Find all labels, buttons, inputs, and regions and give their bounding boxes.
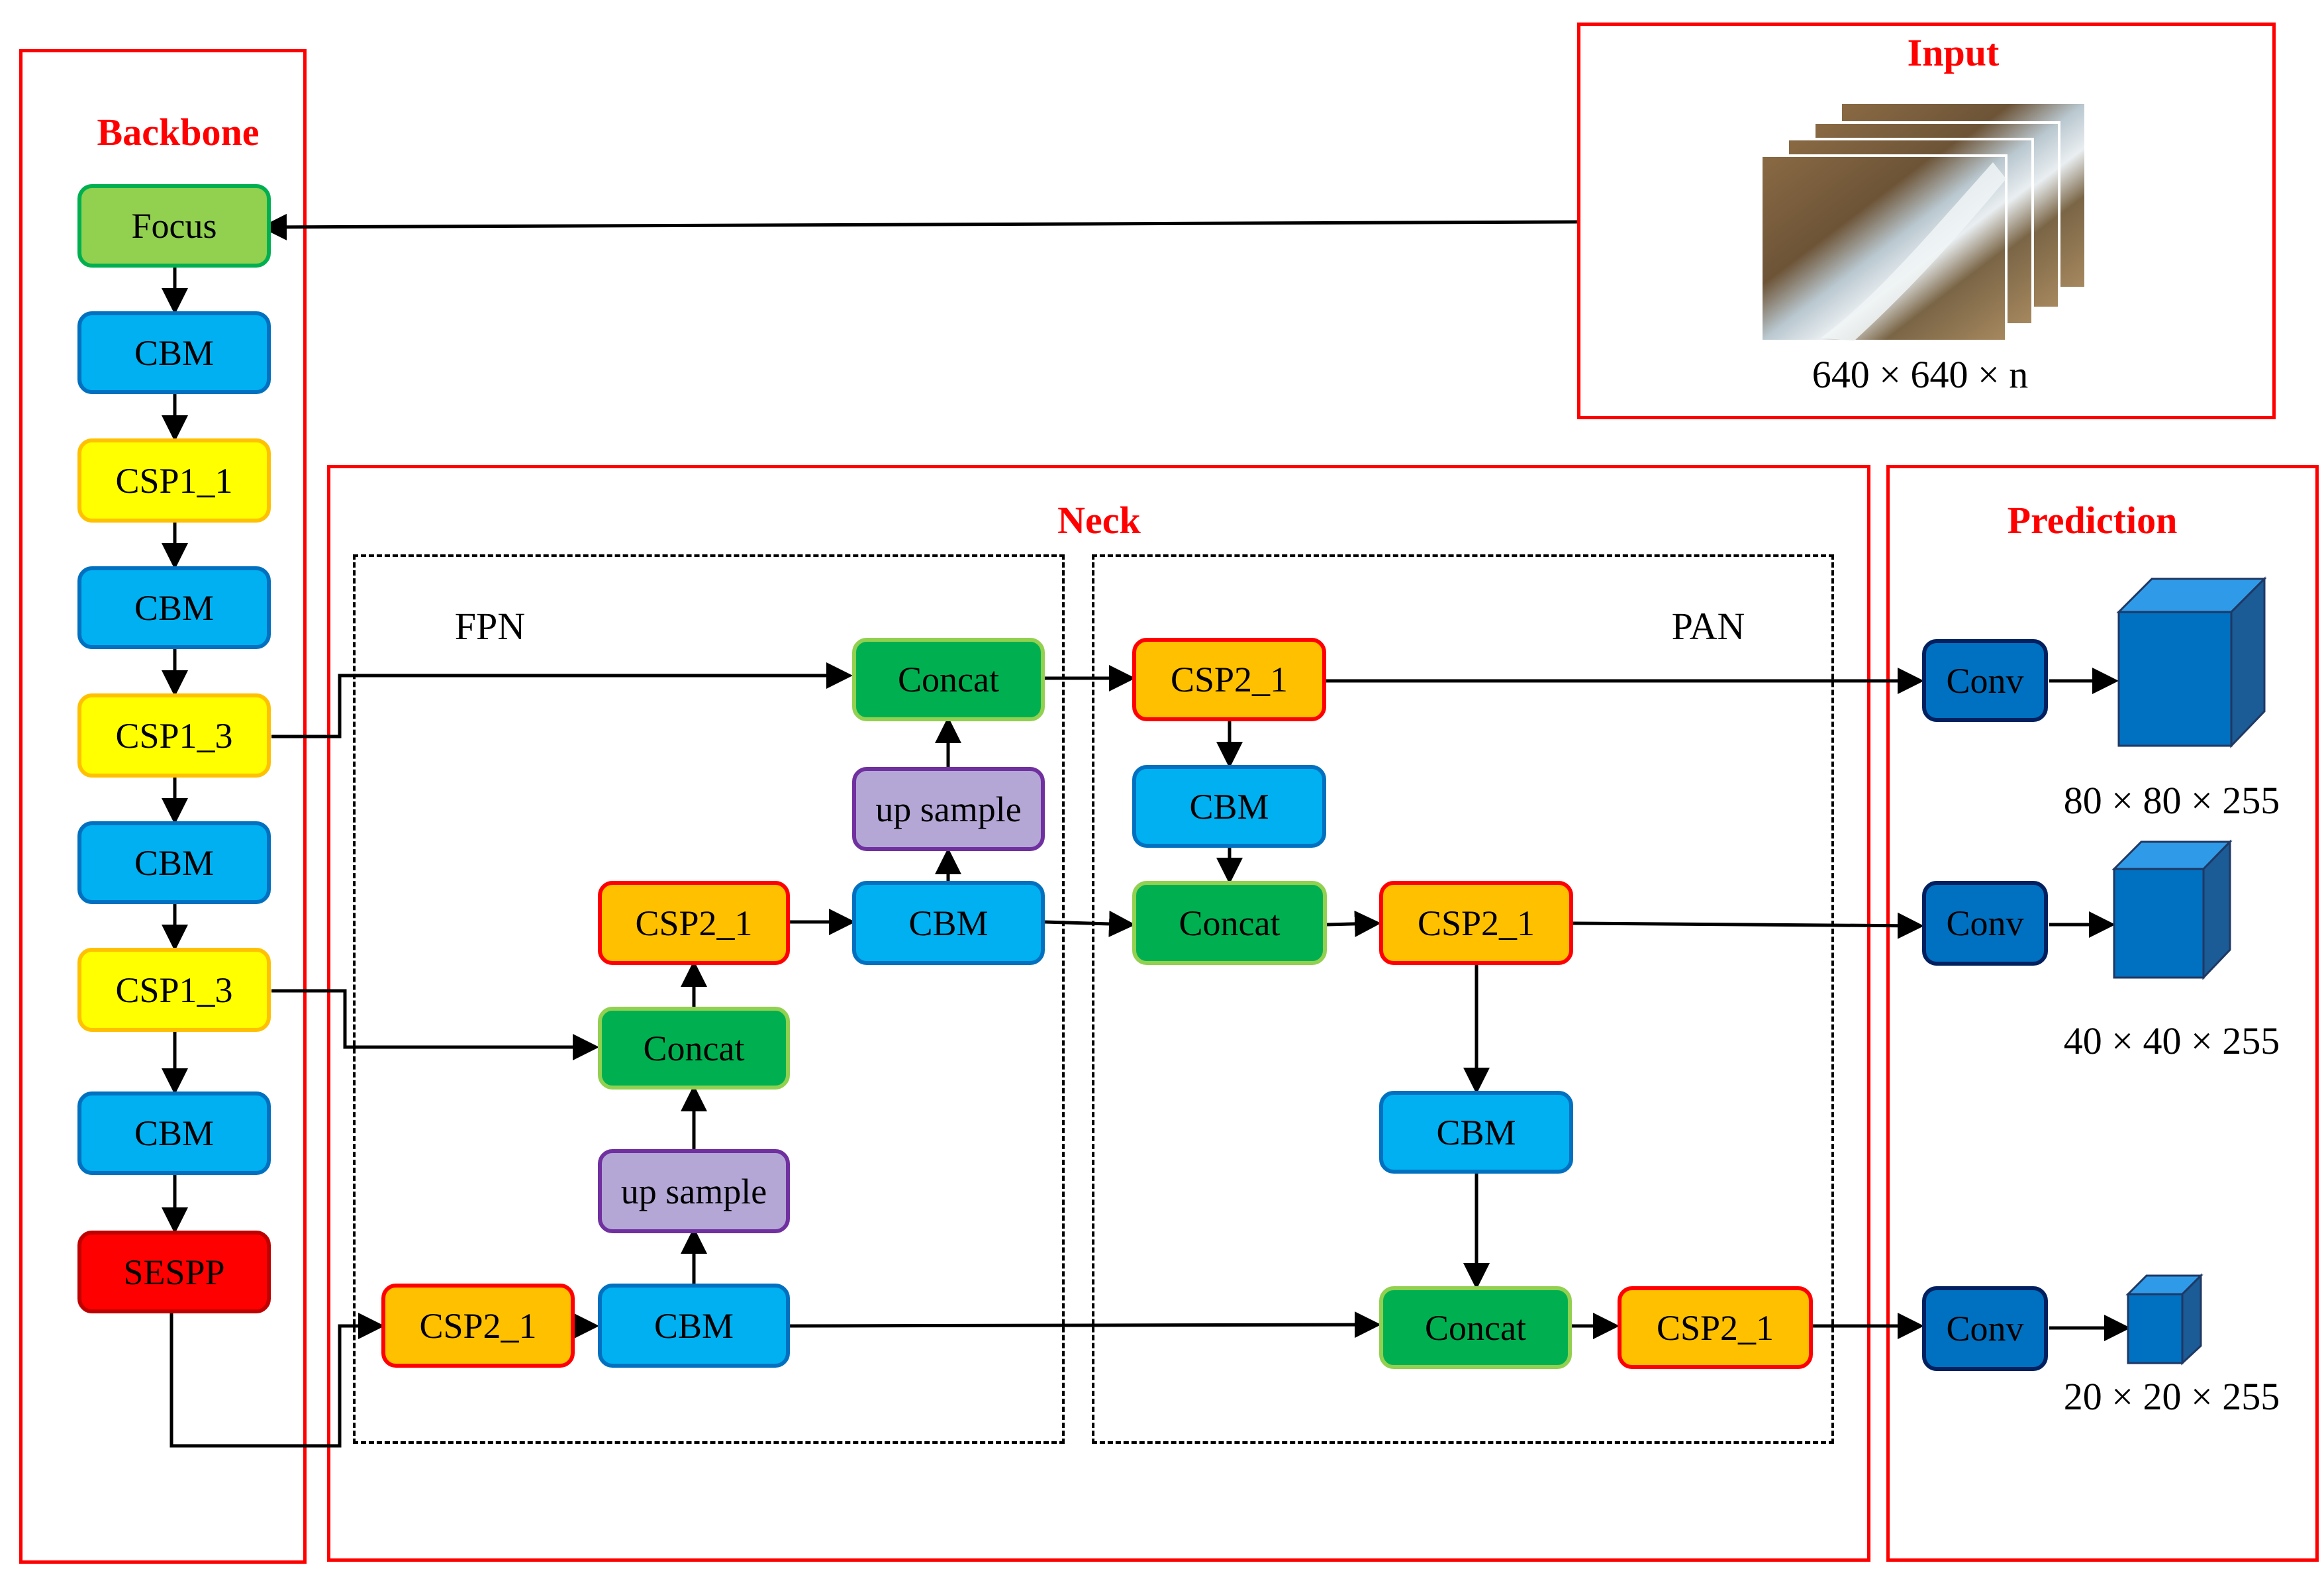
fpn-region — [353, 554, 1065, 1444]
backbone-csp1-3-block: CSP1_3 — [77, 948, 271, 1032]
fpn-cbm-bottom: CBM — [598, 1284, 790, 1368]
fpn-upsample-top: up sample — [852, 767, 1045, 851]
prediction-conv-1: Conv — [1922, 639, 2048, 722]
backbone-frame — [19, 49, 307, 1564]
prediction-title: Prediction — [2007, 499, 2178, 542]
edge-concatpan-csp2mid — [1326, 910, 1381, 937]
prediction-conv-2: Conv — [1922, 881, 2048, 966]
neck-frame — [327, 465, 1870, 1562]
pan-cbm-top: CBM — [1132, 765, 1326, 848]
snow-ridge — [1821, 162, 2006, 341]
backbone-cbm-block: CBM — [77, 1091, 271, 1175]
input-frame — [1577, 23, 2276, 419]
output-dims-small: 20 × 20 × 255 — [2063, 1375, 2280, 1418]
pan-concat-mid: Concat — [1132, 881, 1327, 965]
backbone-cbm-block: CBM — [77, 566, 271, 649]
backbone-cbm-block: CBM — [77, 311, 271, 394]
input-image-stack — [1760, 101, 2087, 342]
pan-concat-bottom: Concat — [1379, 1286, 1572, 1369]
prediction-frame — [1886, 465, 2319, 1562]
fpn-concat-mid: Concat — [598, 1007, 790, 1090]
prediction-conv-3: Conv — [1922, 1286, 2048, 1371]
pan-csp2-bottom: CSP2_1 — [1618, 1286, 1813, 1369]
neck-title: Neck — [1057, 499, 1141, 542]
edge-csp13a-concat — [271, 662, 853, 738]
edge-cbmb-concatbottom — [789, 1311, 1381, 1339]
edge-input-focus — [260, 213, 1578, 240]
edge-sespp-csp2 — [169, 1313, 385, 1448]
backbone-focus-block: Focus — [77, 184, 271, 268]
input-title: Input — [1907, 31, 2000, 74]
backbone-csp1-3-block: CSP1_3 — [77, 693, 271, 778]
output-cube-large — [2116, 576, 2267, 748]
edge-pan-conv2 — [1573, 912, 1924, 939]
input-dimensions: 640 × 640 × n — [1812, 353, 2029, 396]
fpn-label: FPN — [454, 605, 526, 648]
fpn-concat-top: Concat — [852, 638, 1045, 721]
backbone-title: Backbone — [97, 111, 260, 154]
pan-cbm-mid: CBM — [1379, 1091, 1573, 1174]
fpn-cbm-top: CBM — [852, 881, 1045, 965]
backbone-cbm-block: CBM — [77, 821, 271, 904]
output-cube-small — [2125, 1273, 2203, 1366]
pan-csp2-mid: CSP2_1 — [1379, 881, 1573, 965]
output-dims-large: 80 × 80 × 255 — [2063, 779, 2280, 822]
fpn-upsample-bottom: up sample — [598, 1149, 790, 1233]
pan-csp2-top: CSP2_1 — [1132, 638, 1326, 721]
edge-csp13b-concat — [271, 989, 599, 1060]
fpn-csp2-mid: CSP2_1 — [598, 881, 790, 965]
fpn-csp2-bottom: CSP2_1 — [381, 1284, 575, 1368]
output-cube-medium — [2111, 839, 2233, 980]
output-dims-medium: 40 × 40 × 255 — [2063, 1019, 2280, 1062]
edge-cbmtop-concatpan — [1044, 910, 1136, 937]
pan-label: PAN — [1671, 605, 1745, 648]
pan-region — [1092, 554, 1834, 1444]
backbone-sespp-block: SESPP — [77, 1231, 271, 1313]
backbone-csp1-1-block: CSP1_1 — [77, 438, 271, 523]
